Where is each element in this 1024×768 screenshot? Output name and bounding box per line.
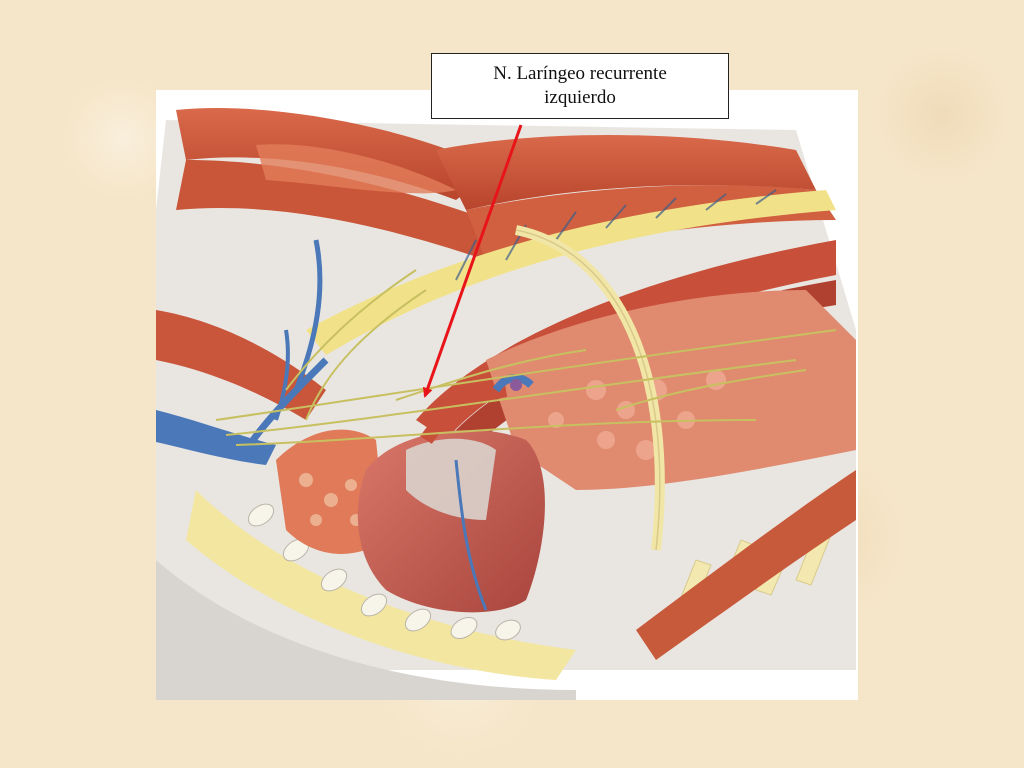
- callout-label-line1: N. Laríngeo recurrente: [493, 63, 667, 84]
- callout-label-line2: izquierdo: [544, 87, 616, 108]
- anatomical-illustration: [156, 90, 858, 700]
- callout-label: N. Laríngeo recurrente izquierdo: [431, 53, 729, 119]
- thorax-dissection-drawing: [156, 90, 858, 700]
